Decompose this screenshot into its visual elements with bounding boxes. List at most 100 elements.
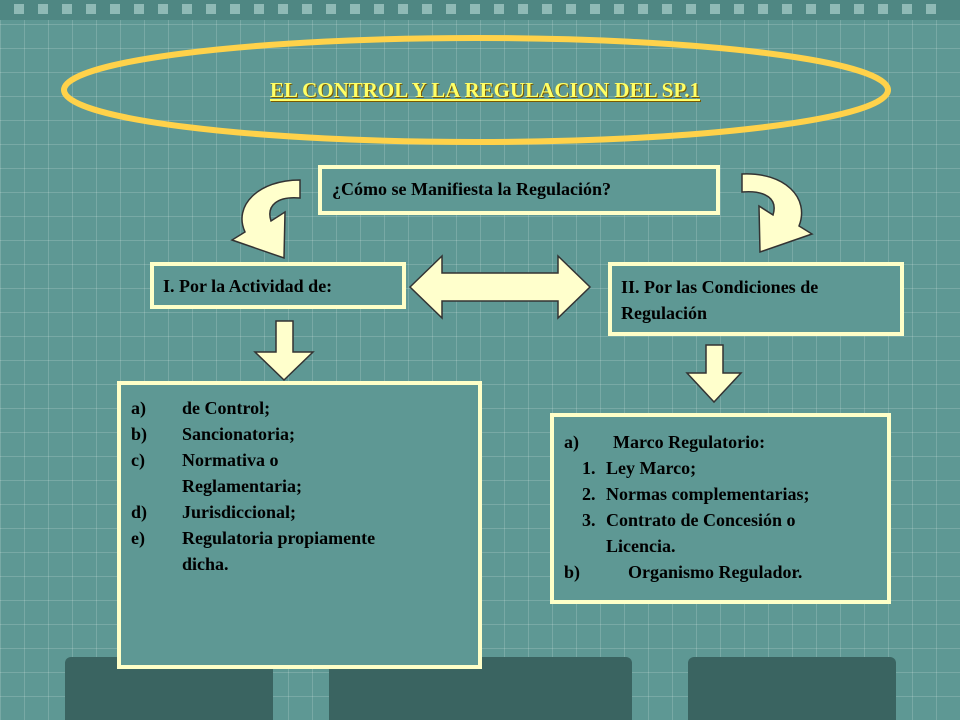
decor-square (446, 4, 456, 14)
decor-square (230, 4, 240, 14)
decor-square (206, 4, 216, 14)
decor-square (926, 4, 936, 14)
decor-square (422, 4, 432, 14)
decor-square (566, 4, 576, 14)
decor-square (830, 4, 840, 14)
left-heading-box: I. Por la Actividad de: (150, 262, 406, 309)
list-text: Normas complementarias; (606, 484, 810, 504)
list-text: Ley Marco; (606, 458, 697, 478)
double-arrow-icon (408, 254, 592, 320)
decor-square (302, 4, 312, 14)
list-marker: b) (131, 424, 148, 444)
top-decor-strip (0, 0, 960, 20)
decor-square (38, 4, 48, 14)
title-ellipse (61, 35, 891, 145)
decor-square (710, 4, 720, 14)
activity-list: a) de Control; b) Sancionatoria; c) Normati… (131, 395, 478, 577)
decor-square (878, 4, 888, 14)
conditions-list: a) Marco Regulatorio: 1. Ley Marco; 2. Norm… (564, 429, 887, 585)
list-text: Jurisdiccional; (182, 502, 297, 522)
decor-square (782, 4, 792, 14)
left-heading-text: I. Por la Actividad de: (163, 276, 333, 296)
list-marker (582, 533, 606, 559)
left-list-box: a) de Control; b) Sancionatoria; c) Normati… (117, 381, 482, 669)
list-item: b) Organismo Regulador. (564, 559, 887, 585)
list-text: Contrato de Concesión o (606, 510, 796, 530)
list-item: e) Regulatoria propiamente (131, 525, 478, 551)
decor-square (110, 4, 120, 14)
list-text: Regulatoria propiamente (182, 528, 376, 548)
down-arrow-right-icon (685, 344, 743, 404)
decor-square (518, 4, 528, 14)
right-heading-box: II. Por las Condiciones de Regulación (608, 262, 904, 336)
decor-square (326, 4, 336, 14)
decor-square (662, 4, 672, 14)
curved-arrow-left-icon (230, 179, 301, 260)
decor-square (14, 4, 24, 14)
list-item: c) Normativa o (131, 447, 478, 473)
list-text: de Control; (182, 398, 271, 418)
list-text: dicha. (182, 554, 229, 574)
decor-square (470, 4, 480, 14)
list-marker: b) (564, 562, 581, 582)
right-list-box: a) Marco Regulatorio: 1. Ley Marco; 2. Norm… (550, 413, 891, 604)
question-text: ¿Cómo se Manifiesta la Regulación? (332, 179, 611, 199)
decor-square (806, 4, 816, 14)
decor-square (134, 4, 144, 14)
list-text: Organismo Regulador. (628, 562, 803, 582)
right-heading-line-1: II. Por las Condiciones de (621, 277, 819, 297)
list-marker: a) (131, 398, 146, 418)
list-marker (131, 551, 182, 577)
slide-title: EL CONTROL Y LA REGULACION DEL SP.1 (60, 40, 890, 140)
list-marker: c) (131, 450, 145, 470)
decor-square (494, 4, 504, 14)
decor-square (374, 4, 384, 14)
list-item: a) de Control; (131, 395, 478, 421)
curved-arrow-right-icon (741, 173, 814, 254)
down-arrow-left-icon (253, 320, 315, 382)
list-item: a) Marco Regulatorio: (564, 429, 887, 455)
list-text: Reglamentaria; (182, 476, 302, 496)
list-text: Licencia. (606, 536, 676, 556)
decor-square (686, 4, 696, 14)
list-text: Sancionatoria; (182, 424, 296, 444)
decor-square (350, 4, 360, 14)
decor-square (902, 4, 912, 14)
decor-square (62, 4, 72, 14)
list-marker: 3. (582, 510, 596, 530)
list-item: d) Jurisdiccional; (131, 499, 478, 525)
decor-square (638, 4, 648, 14)
decor-square (614, 4, 624, 14)
list-item: b) Sancionatoria; (131, 421, 478, 447)
decor-square (734, 4, 744, 14)
list-marker (131, 473, 182, 499)
list-marker: 1. (582, 458, 596, 478)
decor-square (758, 4, 768, 14)
title-text: EL CONTROL Y LA REGULACION DEL SP.1 (269, 77, 701, 102)
list-marker: e) (131, 528, 145, 548)
sub-list-item: Licencia. (564, 533, 887, 559)
list-text: Marco Regulatorio: (613, 432, 766, 452)
decor-square (254, 4, 264, 14)
list-text: Normativa o (182, 450, 279, 470)
right-heading-line-2: Regulación (621, 303, 708, 323)
list-item: Reglamentaria; (131, 473, 478, 499)
decor-square (278, 4, 288, 14)
decor-square (398, 4, 408, 14)
list-item: dicha. (131, 551, 478, 577)
decor-square (854, 4, 864, 14)
list-marker: d) (131, 502, 148, 522)
sub-list-item: 2. Normas complementarias; (564, 481, 887, 507)
list-marker: a) (564, 432, 579, 452)
decor-square (158, 4, 168, 14)
decor-square (542, 4, 552, 14)
sub-list-item: 1. Ley Marco; (564, 455, 887, 481)
sub-list-item: 3. Contrato de Concesión o (564, 507, 887, 533)
footer-block-right (688, 657, 896, 720)
question-box: ¿Cómo se Manifiesta la Regulación? (318, 165, 720, 215)
list-marker: 2. (582, 484, 596, 504)
decor-square (86, 4, 96, 14)
decor-square (590, 4, 600, 14)
decor-square (182, 4, 192, 14)
